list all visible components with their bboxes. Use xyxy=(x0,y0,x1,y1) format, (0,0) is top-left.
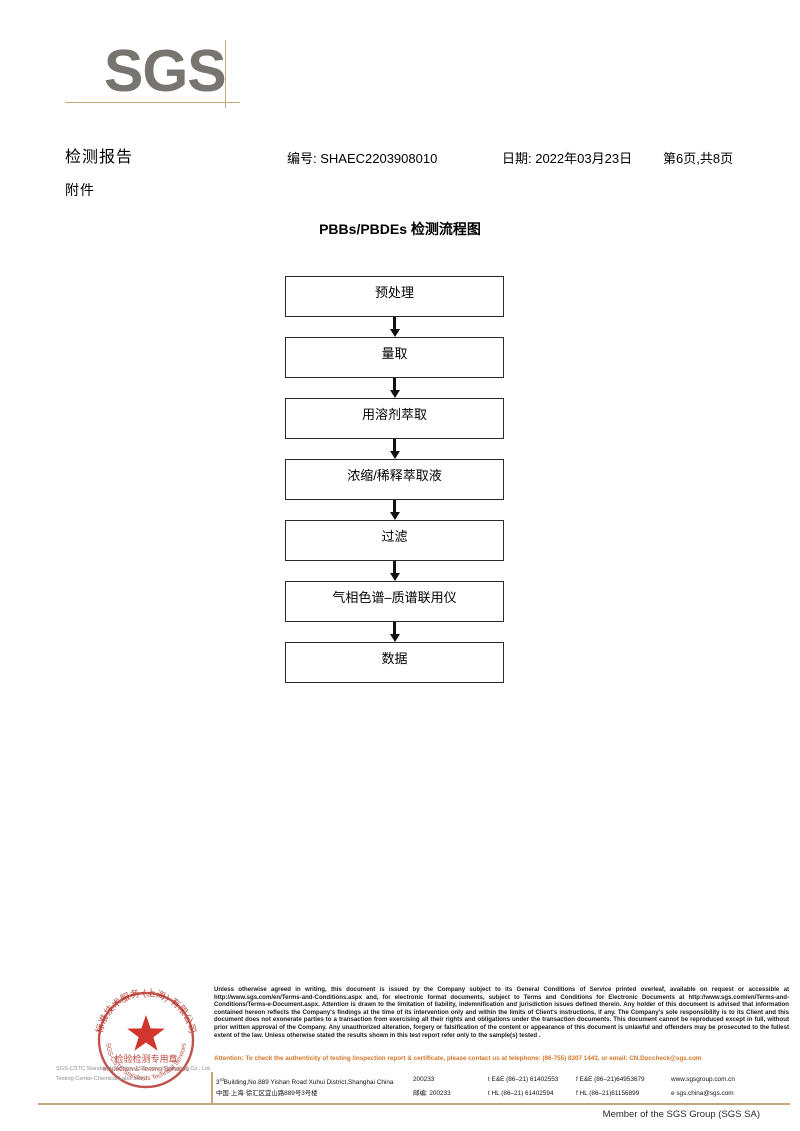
report-number: 编号: SHAEC2203908010 xyxy=(287,151,438,166)
flowchart-node: 浓缩/稀释萃取液 xyxy=(285,459,504,500)
address-fax-ee: f E&E (86–21)64953679 xyxy=(576,1076,645,1083)
building-number: 3 xyxy=(216,1079,220,1087)
arrow-head xyxy=(389,573,400,581)
address-postcode-cn: 邮编: 200233 xyxy=(413,1090,451,1097)
address-row-en: 3rdBuilding,No.889 Yishan Road Xuhui Dis… xyxy=(216,1073,791,1087)
svg-text:Inspection & Testing Services: Inspection & Testing Services xyxy=(103,1066,190,1073)
arrow-shaft xyxy=(393,561,396,575)
logo-vertical-rule xyxy=(225,40,226,108)
flow-arrow-icon xyxy=(285,622,504,642)
flowchart-node: 过滤 xyxy=(285,520,504,561)
arrow-shaft xyxy=(393,378,396,392)
flowchart-node-label: 气相色谱–质谱联用仪 xyxy=(332,590,457,605)
flowchart: 预处理 量取 用溶剂萃取 浓缩/稀释萃取液 过滤 xyxy=(285,276,504,683)
legal-terms-text: Unless otherwise agreed in writing, this… xyxy=(214,986,789,1039)
arrow-head xyxy=(389,634,400,642)
address-tel-hl: t HL (86–21) 61402594 xyxy=(488,1090,554,1097)
address-street-text-en: Building,No.889 Yishan Road Xuhui Distri… xyxy=(223,1079,394,1087)
address-fax-hl: f HL (86–21)61156899 xyxy=(576,1090,640,1097)
flowchart-node: 气相色谱–质谱联用仪 xyxy=(285,581,504,622)
stamp-caption-line2: Testing Center-Chemical Laboratory xyxy=(56,1076,146,1082)
arrow-head xyxy=(389,390,400,398)
address-horizontal-divider xyxy=(38,1103,790,1105)
report-date: 日期: 2022年03月23日 xyxy=(502,151,633,166)
attention-notice: Attention: To check the authenticity of … xyxy=(214,1055,702,1062)
attachment-label: 附件 xyxy=(65,182,95,198)
building-ordinal: rd xyxy=(219,1077,224,1082)
page-title: 检测报告 xyxy=(65,149,134,166)
address-tel-ee: t E&E (86–21) 61402553 xyxy=(488,1076,559,1083)
address-block: 3rdBuilding,No.889 Yishan Road Xuhui Dis… xyxy=(216,1073,791,1101)
inspection-stamp-icon: 标准技术服务 (上海) 有限公司 SGS-CSTC Standards Tech… xyxy=(88,982,204,1098)
flowchart-node-label: 用溶剂萃取 xyxy=(361,407,427,422)
member-of-group-line: Member of the SGS Group (SGS SA) xyxy=(602,1109,760,1120)
flowchart-node-label: 量取 xyxy=(381,346,408,361)
arrow-shaft xyxy=(393,622,396,636)
flowchart-node-label: 过滤 xyxy=(381,529,408,544)
address-row-cn: 中国·上海·徐汇区宜山路889号3号楼 邮编: 200233 t HL (86–… xyxy=(216,1087,791,1101)
address-street-en: 3rdBuilding,No.889 Yishan Road Xuhui Dis… xyxy=(216,1073,393,1090)
flowchart-node: 用溶剂萃取 xyxy=(285,398,504,439)
sgs-logo-text: SGS xyxy=(104,38,227,104)
flow-arrow-icon xyxy=(285,439,504,459)
page-counter: 第6页,共8页 xyxy=(663,151,734,166)
sgs-logo: SGS xyxy=(65,38,334,120)
stamp-caption-line1: SGS-CSTC Standards Technical Services (S… xyxy=(56,1066,212,1072)
flowchart-title: PBBs/PBDEs 检测流程图 xyxy=(319,221,481,237)
address-vertical-divider xyxy=(211,1072,213,1104)
arrow-shaft xyxy=(393,439,396,453)
address-email: e sgs.china@sgs.com xyxy=(671,1090,734,1097)
flowchart-node: 量取 xyxy=(285,337,504,378)
address-postcode-en: 200233 xyxy=(413,1076,435,1083)
arrow-shaft xyxy=(393,317,396,331)
svg-text:检验检测专用章: 检验检测专用章 xyxy=(114,1053,177,1064)
arrow-head xyxy=(389,451,400,459)
flowchart-node: 预处理 xyxy=(285,276,504,317)
flowchart-node: 数据 xyxy=(285,642,504,683)
flowchart-node-label: 浓缩/稀释萃取液 xyxy=(347,468,442,483)
flowchart-node-label: 数据 xyxy=(381,651,408,666)
arrow-shaft xyxy=(393,500,396,514)
flow-arrow-icon xyxy=(285,561,504,581)
arrow-head xyxy=(389,329,400,337)
address-street-cn: 中国·上海·徐汇区宜山路889号3号楼 xyxy=(216,1090,318,1097)
arrow-head xyxy=(389,512,400,520)
flow-arrow-icon xyxy=(285,317,504,337)
flow-arrow-icon xyxy=(285,500,504,520)
stamp-caption: SGS-CSTC Standards Technical Services (S… xyxy=(56,1064,241,1084)
flow-arrow-icon xyxy=(285,378,504,398)
flowchart-node-label: 预处理 xyxy=(374,285,414,300)
address-website: www.sgsgroup.com.cn xyxy=(671,1076,735,1083)
logo-horizontal-rule xyxy=(65,102,240,103)
